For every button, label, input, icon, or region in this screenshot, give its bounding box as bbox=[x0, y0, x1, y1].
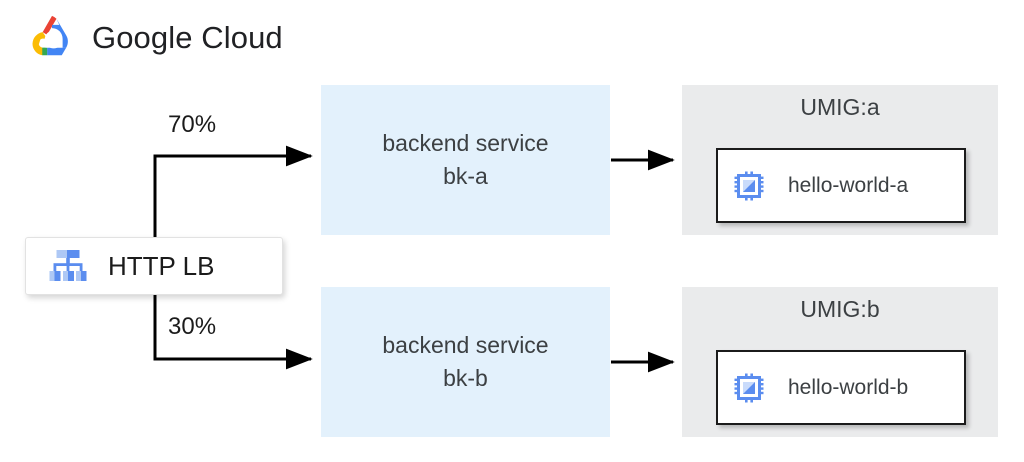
vm-chip-icon bbox=[734, 171, 764, 200]
split-label-70: 70% bbox=[168, 111, 217, 138]
backend-service-bk-a[interactable]: backend service bk-a bbox=[321, 85, 610, 235]
backend-service-bk-a-label: backend service bk-a bbox=[382, 127, 548, 192]
instance-hello-world-a-label: hello-world-a bbox=[788, 173, 909, 197]
instance-group-umig-b-title: UMIG:b bbox=[800, 296, 880, 322]
backend-service-bk-b-label: backend service bk-b bbox=[382, 329, 548, 394]
split-label-30: 30% bbox=[168, 313, 217, 340]
instance-group-umig-a-title: UMIG:a bbox=[800, 94, 880, 120]
arrow-lb-to-bk-a bbox=[153, 145, 313, 237]
google-cloud-logo-icon bbox=[32, 15, 68, 56]
instance-group-umig-a[interactable]: UMIG:a hello-world-a bbox=[682, 85, 998, 235]
brand-header: Google Cloud bbox=[26, 14, 283, 60]
backend-service-bk-b-line1: backend service bbox=[382, 332, 549, 359]
backend-service-bk-b-line2: bk-b bbox=[443, 365, 488, 391]
load-balancer-icon bbox=[49, 250, 87, 281]
backend-service-bk-a-line1: backend service bbox=[382, 130, 549, 157]
http-lb-node[interactable]: HTTP LB bbox=[25, 237, 283, 295]
instance-group-umig-b[interactable]: UMIG:b hello-world-b bbox=[682, 287, 998, 437]
backend-service-bk-a-line2: bk-a bbox=[443, 163, 488, 189]
http-lb-label: HTTP LB bbox=[108, 250, 215, 281]
instance-hello-world-a[interactable]: hello-world-a bbox=[716, 148, 966, 223]
brand-name: Google Cloud bbox=[92, 19, 283, 55]
instance-hello-world-b-label: hello-world-b bbox=[788, 375, 909, 399]
vm-chip-icon bbox=[734, 373, 764, 402]
backend-service-bk-b[interactable]: backend service bk-b bbox=[321, 287, 610, 437]
instance-hello-world-b[interactable]: hello-world-b bbox=[716, 350, 966, 425]
